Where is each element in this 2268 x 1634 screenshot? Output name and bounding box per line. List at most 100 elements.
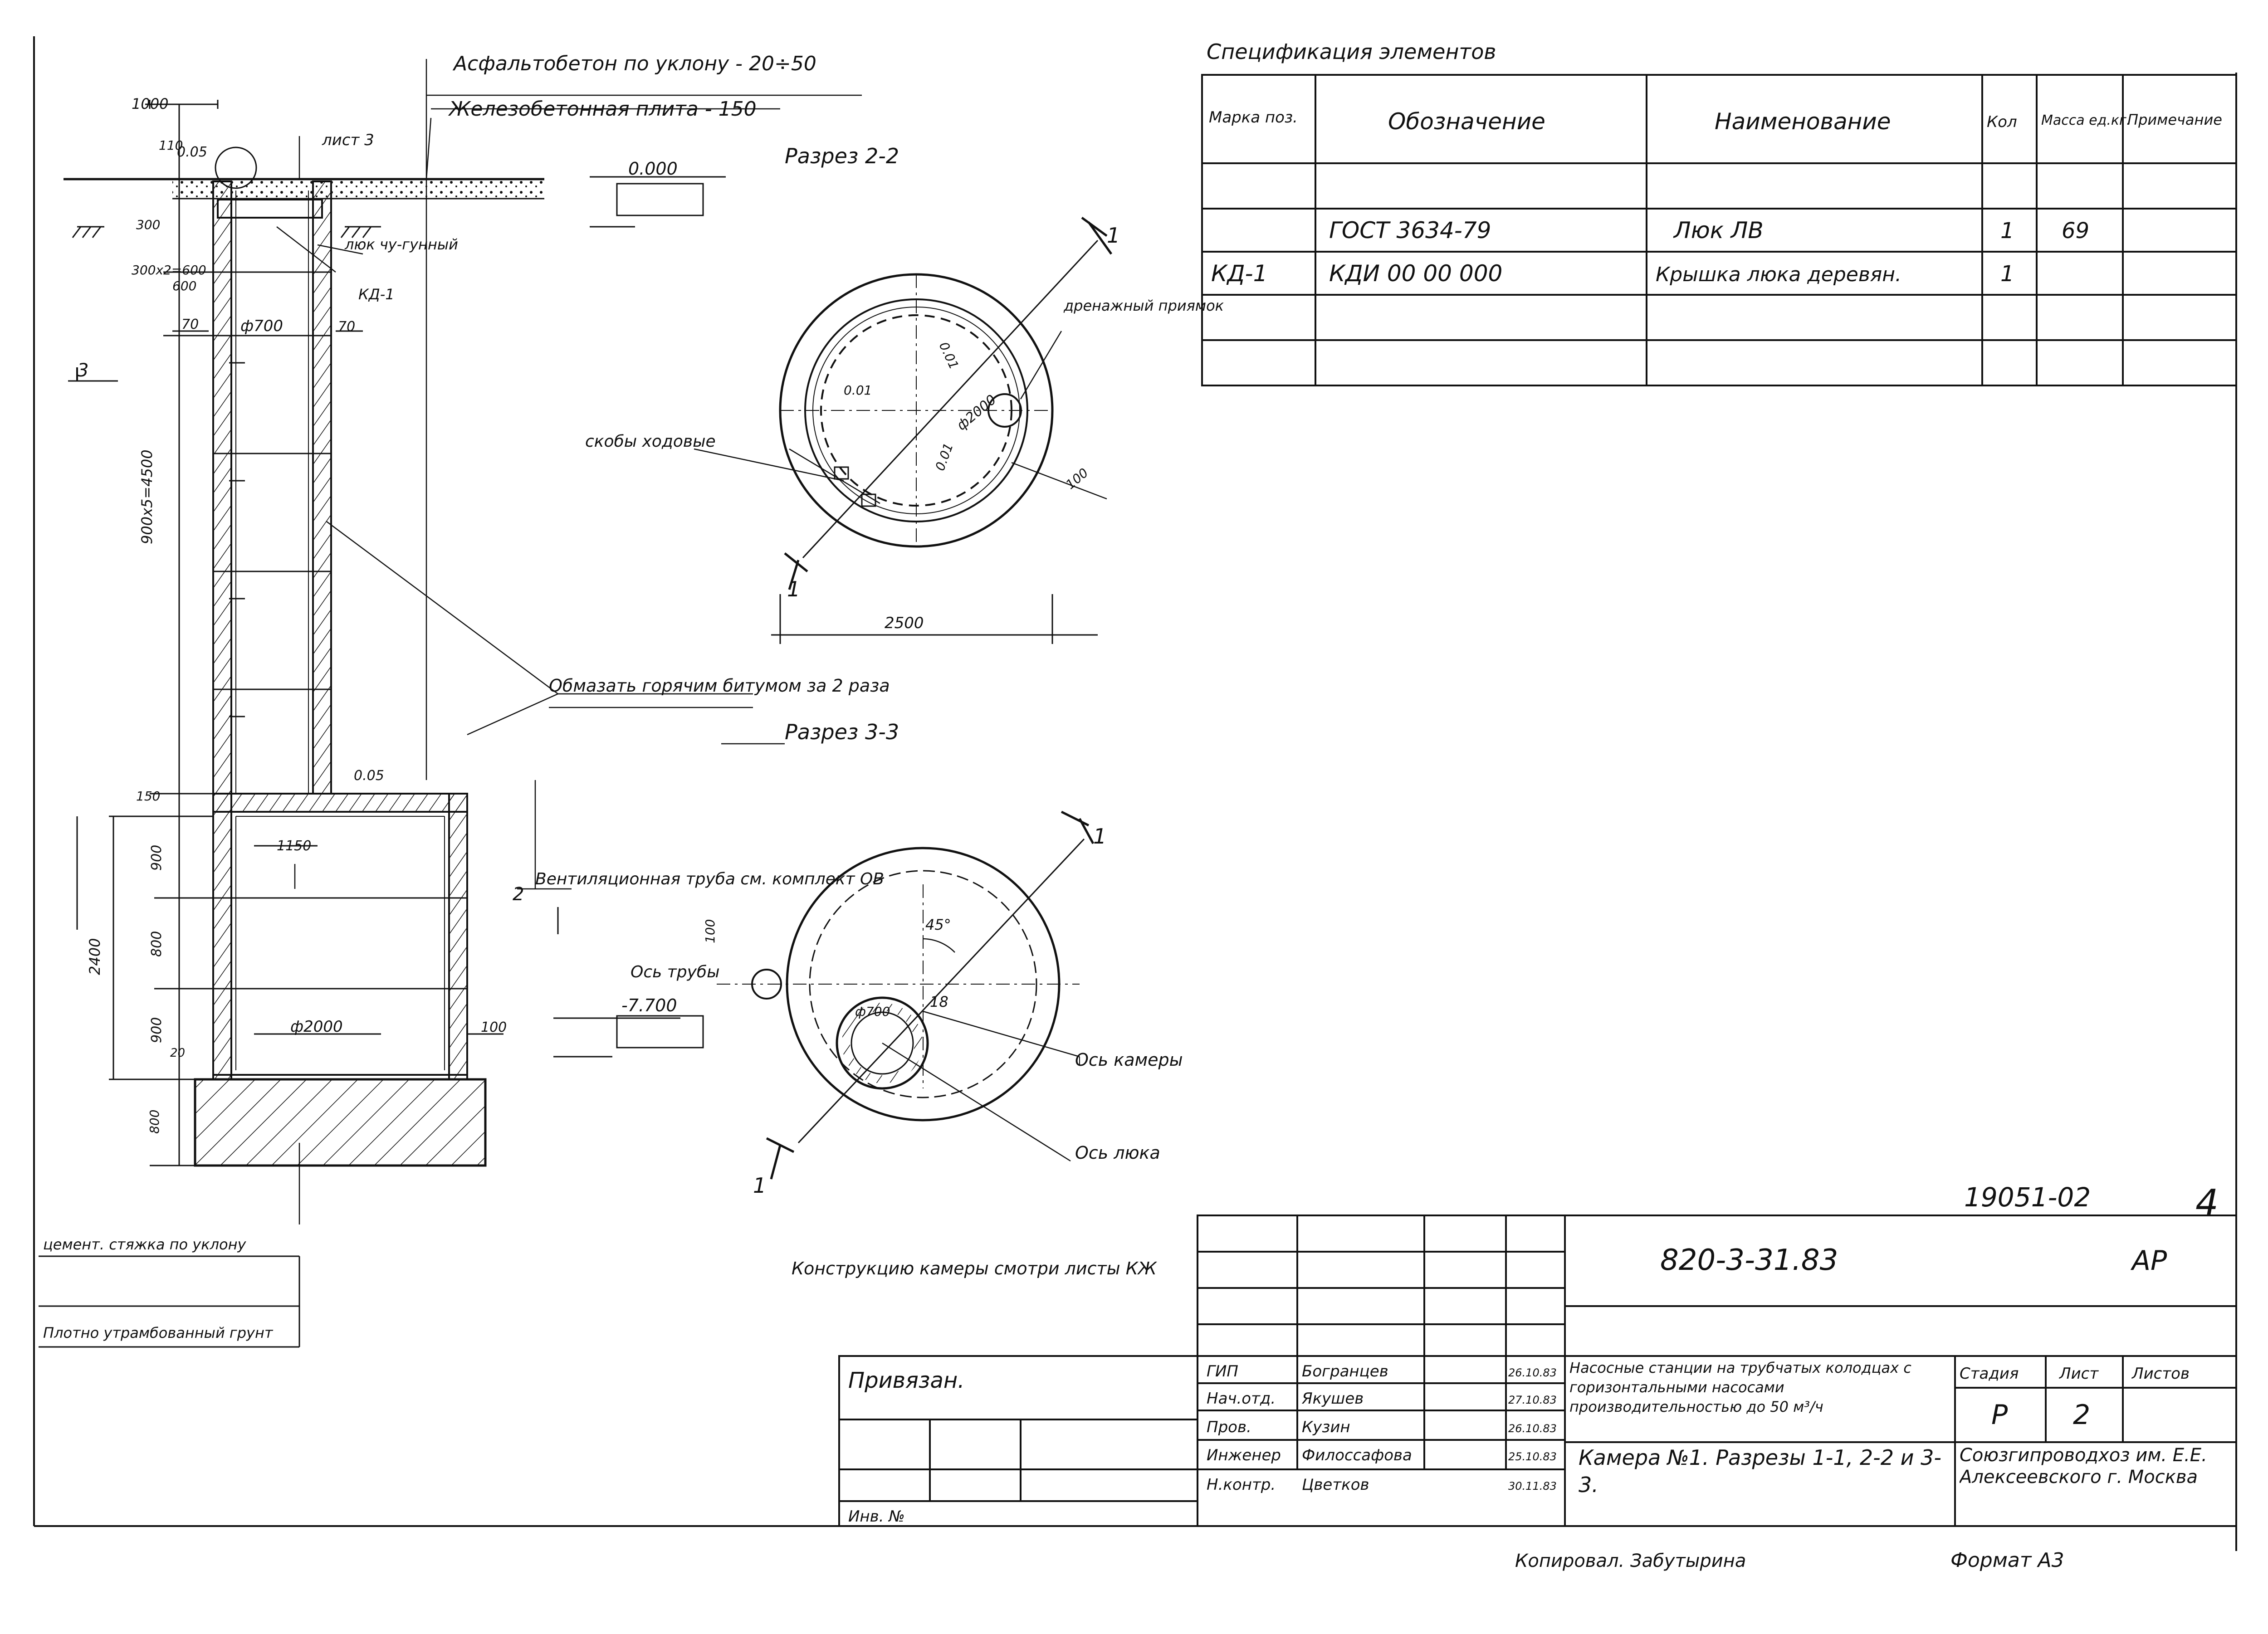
note-hatch-axis: Ось люка — [1075, 1143, 1160, 1163]
note-pipe-axis: Ось трубы — [631, 963, 720, 981]
dim-2000c: ф2000 — [954, 392, 1000, 434]
legend-screed: цемент. стяжка по уклону — [43, 1236, 247, 1253]
col-sheet: Лист — [2058, 1365, 2099, 1383]
stage-value: Р — [1991, 1399, 2008, 1431]
privyazan-label: Привязан. — [848, 1368, 965, 1393]
cut-1-top-22: 1 — [1107, 223, 1120, 248]
dim-005: 0.05 — [177, 144, 207, 160]
section-3-3 — [717, 810, 1095, 1180]
dim-900a: 900 — [149, 845, 165, 871]
sheet-number: 4 — [2195, 1182, 2219, 1224]
spec-row2-designation: ГОСТ 3634-79 — [1329, 217, 1491, 244]
date-gip: 26.10.83 — [1508, 1366, 1557, 1379]
title-section-3-3: Разрез 3-3 — [785, 720, 899, 744]
role-gip: ГИП — [1207, 1362, 1238, 1380]
spec-header-note: Примечание — [2127, 111, 2222, 128]
spec-row2-mass: 69 — [2062, 218, 2089, 244]
section-1-1 — [64, 59, 862, 1224]
dim-900b: 900 — [149, 1017, 165, 1043]
drawing-code: 820-3-31.83 — [1660, 1244, 1838, 1277]
spec-header-designation: Обозначение — [1388, 108, 1545, 135]
name-head: Якушев — [1301, 1390, 1364, 1408]
col-stage: Стадия — [1960, 1365, 2019, 1383]
spec-header-qty: Кол — [1987, 113, 2017, 131]
organization-box: Союзгипроводхоз им. Е.Е. Алексеевского г… — [1960, 1445, 2207, 1488]
dim-45deg: 45° — [925, 916, 951, 933]
dim-300: 300 — [136, 217, 160, 232]
project-description: Насосные станции на трубчатых колодцах с… — [1569, 1359, 1911, 1416]
dim-1000: 1000 — [132, 95, 168, 112]
dim-phi700: ф700 — [240, 317, 283, 335]
legend-ground: Плотно утрамбованный грунт — [43, 1324, 274, 1341]
spec-header-name: Наименование — [1715, 108, 1891, 135]
spec-row3-name: Крышка люка деревян. — [1656, 263, 1901, 286]
note-drain: дренажный приямок — [1063, 297, 1224, 314]
cut-label-3: 3 — [77, 360, 88, 381]
cut-1-top-33: 1 — [1093, 824, 1106, 849]
dim-800: 800 — [149, 931, 165, 957]
dim-phi700b: ф700 — [855, 1004, 890, 1019]
spec-row3-qty: 1 — [2000, 261, 2014, 287]
spec-row3-designation: КДИ 00 00 000 — [1329, 260, 1502, 287]
drawing-mark: АР — [2130, 1245, 2167, 1277]
spec-row3-mark: КД-1 — [1211, 260, 1267, 287]
dim-600: 600 — [172, 278, 196, 293]
name-engineer: Филоссафова — [1302, 1446, 1412, 1464]
drawing-id: 19051-02 — [1964, 1182, 2091, 1213]
cut-1-bottom-33: 1 — [753, 1173, 766, 1198]
level-bottom: -7.700 — [621, 995, 677, 1015]
copied-by: Копировал. Забутырина — [1515, 1551, 1746, 1571]
dim-150: 150 — [136, 789, 160, 804]
spec-header-mass: Масса ед.кг. — [2041, 112, 2131, 128]
note-asphalt: Асфальтобетон по уклону - 20÷50 — [452, 52, 816, 75]
dim-100c: 100 — [1063, 465, 1091, 493]
dim-20: 20 — [170, 1046, 185, 1060]
dim-18: 18 — [930, 993, 948, 1010]
date-checked: 26.10.83 — [1508, 1422, 1557, 1435]
name-gip: Богранцев — [1302, 1362, 1388, 1380]
dim-1150: 1150 — [277, 838, 311, 854]
dim-100b: 100 — [703, 919, 718, 943]
note-kd1: КД-1 — [358, 286, 395, 303]
cut-1-bottom-22: 1 — [787, 577, 800, 601]
title-section-2-2: Разрез 2-2 — [785, 144, 899, 168]
sheet-title: Камера №1. Разрезы 1-1, 2-2 и 3-3. — [1579, 1445, 1942, 1497]
dim-2400: 2400 — [86, 938, 103, 975]
spec-table — [1201, 74, 2237, 386]
dim-70b: 70 — [338, 319, 355, 335]
inv-label: Инв. № — [848, 1507, 905, 1526]
dim-70: 70 — [181, 317, 199, 332]
sheet-value: 2 — [2073, 1399, 2090, 1431]
role-engineer: Инженер — [1207, 1446, 1281, 1464]
note-vent-pipe: Вентиляционная труба см. комплект ОВ — [535, 870, 884, 888]
note-hatch: люк чу-гунный — [344, 236, 458, 253]
spec-title: Спецификация элементов — [1207, 39, 1496, 64]
dim-110: 110 — [159, 138, 183, 153]
date-norm: 30.11.83 — [1508, 1480, 1557, 1493]
note-list3: лист 3 — [322, 131, 374, 149]
dim-005b: 0.05 — [354, 768, 384, 784]
spec-row2-name: Люк ЛВ — [1673, 217, 1764, 244]
date-engineer: 25.10.83 — [1508, 1450, 1557, 1463]
organization: Союзгипроводхоз им. Е.Е. Алексеевского г… — [1960, 1445, 2207, 1488]
dim-001c: 0.01 — [933, 441, 956, 473]
title-block — [838, 1215, 2237, 1527]
sheet-title-box: Камера №1. Разрезы 1-1, 2-2 и 3-3. — [1579, 1445, 1942, 1497]
role-checked: Пров. — [1207, 1418, 1251, 1436]
dim-001a: 0.01 — [936, 340, 962, 371]
role-norm: Н.контр. — [1207, 1476, 1276, 1494]
note-coating: Обмазать горячим битумом за 2 раза — [549, 676, 890, 696]
cut-label-2: 2 — [513, 884, 524, 905]
spec-header-mark: Марка поз. — [1209, 108, 1298, 127]
dim-100: 100 — [481, 1019, 507, 1035]
dim-001b: 0.01 — [844, 383, 872, 398]
dim-300x2: 300x2=600 — [132, 263, 206, 278]
note-slab: Железобетонная плита - 150 — [448, 98, 757, 121]
dim-900x5: 900x5=4500 — [138, 449, 156, 544]
project-description-box: Насосные станции на трубчатых колодцах с… — [1569, 1359, 1911, 1416]
dim-2500: 2500 — [885, 614, 924, 632]
paper-format: Формат А3 — [1950, 1549, 2064, 1572]
col-sheets: Листов — [2131, 1365, 2190, 1383]
name-norm: Цветков — [1302, 1476, 1369, 1494]
